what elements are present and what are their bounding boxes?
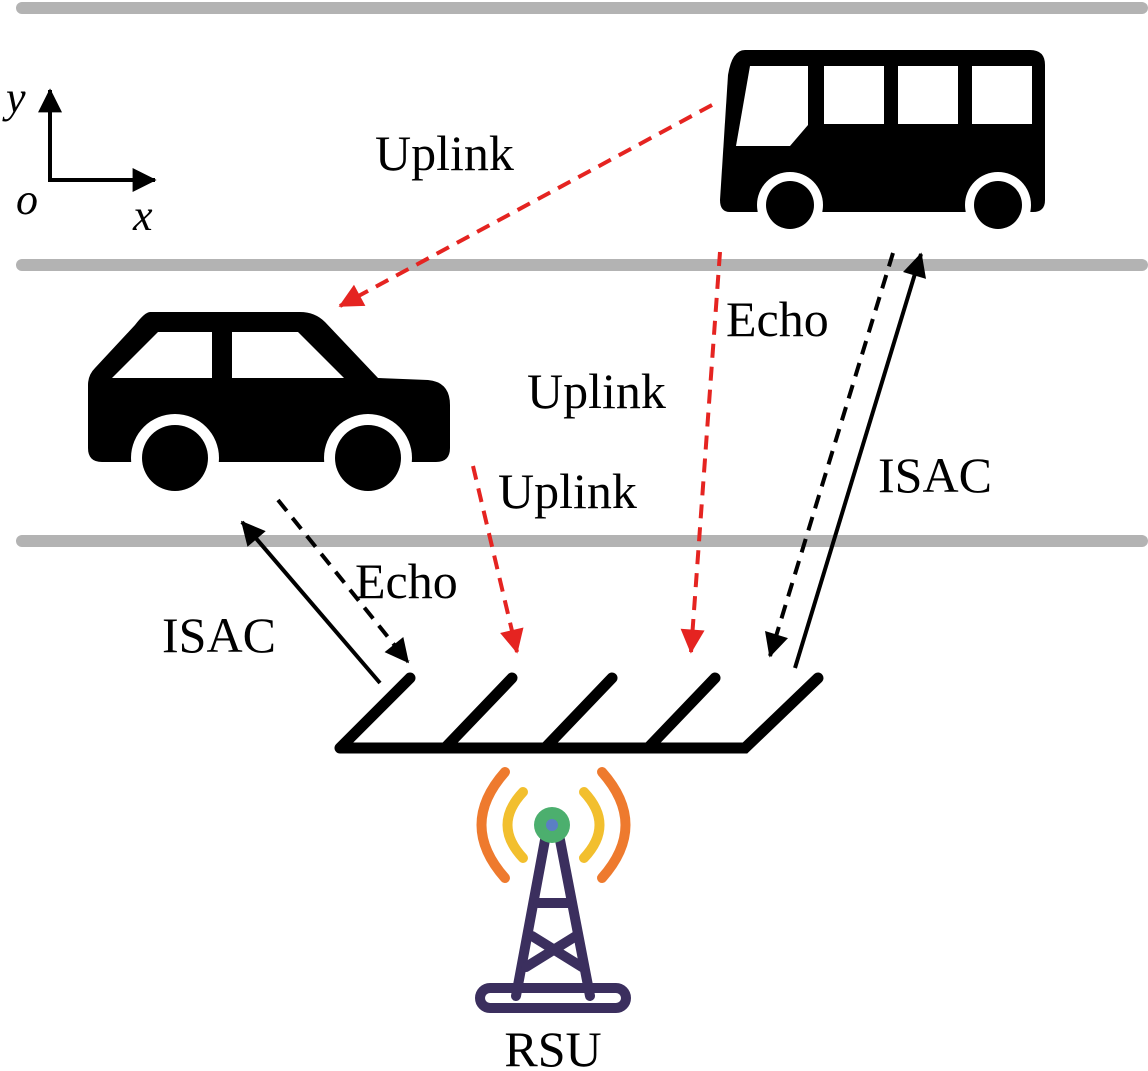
- isac-rsu-to-bus: [793, 252, 926, 669]
- links: [240, 103, 926, 685]
- label-uplink-3: Uplink: [498, 463, 637, 519]
- axis-y-label: y: [2, 73, 26, 122]
- label-echo-1: Echo: [726, 291, 829, 347]
- coordinate-axes: [38, 88, 157, 193]
- bus-icon: [720, 50, 1045, 238]
- rsu-tower-icon: [475, 767, 631, 1013]
- axis-x-label: x: [132, 191, 153, 240]
- echo-car-to-rsu: [276, 498, 410, 664]
- axis-origin-label: o: [16, 175, 38, 224]
- label-uplink-2: Uplink: [527, 363, 666, 419]
- label-uplink-1: Uplink: [375, 125, 514, 181]
- label-echo-2: Echo: [355, 553, 458, 609]
- uplink-car-to-rsu: [471, 465, 524, 654]
- isac-rsu-to-car: [240, 520, 382, 685]
- antenna-array-icon: [334, 672, 824, 754]
- rsu-label: RSU: [504, 1021, 601, 1071]
- uplink-bus-to-rsu: [680, 251, 722, 654]
- label-isac-1: ISAC: [162, 607, 276, 663]
- echo-bus-to-rsu: [765, 252, 895, 658]
- car-icon: [88, 312, 450, 502]
- road-lines: [16, 2, 1148, 547]
- label-isac-2: ISAC: [878, 447, 992, 503]
- uplink-bus-to-car: [338, 103, 713, 308]
